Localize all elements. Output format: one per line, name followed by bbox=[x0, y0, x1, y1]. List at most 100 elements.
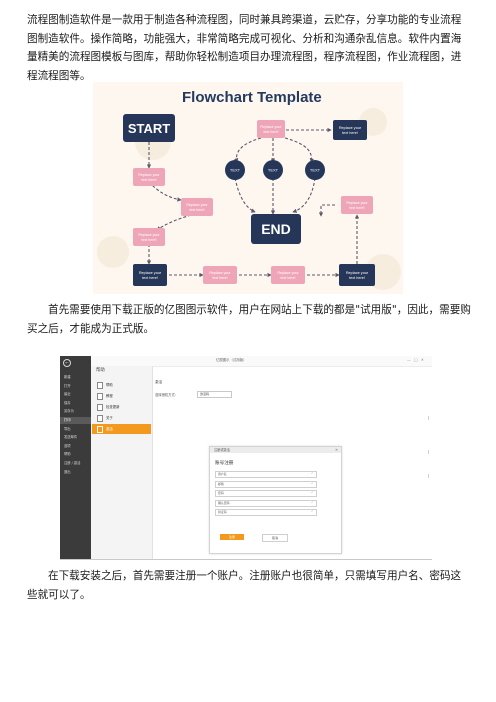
connector bbox=[284, 137, 315, 163]
intro-paragraph: 流程图制造软件是一款用于制造各种流程图，同时兼具跨渠道，云贮存，分享功能的专业流… bbox=[27, 14, 462, 82]
sidebar-item[interactable]: 帮助 bbox=[64, 452, 71, 457]
svg-text:Replace your: Replace your bbox=[277, 271, 299, 275]
check-icon: ✓ bbox=[311, 490, 314, 495]
sidebar-item[interactable]: 选项 bbox=[64, 443, 71, 448]
content-title: 激活 bbox=[155, 380, 163, 384]
svg-text:Replace your: Replace your bbox=[139, 271, 162, 275]
sidebar-item[interactable]: 打印 bbox=[60, 417, 91, 424]
dialog-input[interactable]: 验证码 bbox=[215, 509, 317, 516]
sub-menu-item[interactable]: 检查更新 bbox=[92, 402, 151, 412]
svg-text:Replace your: Replace your bbox=[260, 125, 282, 129]
dialog-title: 注册或激活 bbox=[214, 447, 230, 452]
process-node bbox=[203, 266, 237, 284]
cancel-button[interactable]: 取消 bbox=[262, 534, 288, 542]
decision-circle bbox=[263, 160, 283, 180]
sidebar-item[interactable]: 保存 bbox=[64, 400, 71, 405]
svg-text:Replace your: Replace your bbox=[138, 173, 160, 177]
process-node bbox=[133, 264, 167, 286]
decision-circle bbox=[305, 160, 325, 180]
sidebar-item[interactable]: 最近 bbox=[64, 392, 71, 397]
svg-text:Replace your: Replace your bbox=[209, 271, 231, 275]
svg-text:text here!: text here! bbox=[342, 131, 358, 135]
process-node bbox=[333, 120, 367, 140]
scroll-marker bbox=[428, 474, 429, 478]
svg-text:text here!: text here! bbox=[142, 178, 157, 182]
svg-text:text here!: text here! bbox=[190, 208, 205, 212]
register-dialog: 注册或激活 ✕ 账号注册 用户名✓邮箱✓密码✓确认密码✓验证码✓ 注册 取消 bbox=[209, 446, 342, 554]
check-icon: ✓ bbox=[311, 509, 314, 514]
register-paragraph: 在下载安装之后，首先需要注册一个账户。注册账户也很简单，只需填写用户名、密码这些… bbox=[27, 570, 462, 601]
svg-text:text here!: text here! bbox=[264, 130, 279, 134]
check-icon: ✓ bbox=[311, 499, 314, 504]
end-label: END bbox=[261, 221, 291, 237]
process-node bbox=[133, 168, 165, 186]
dialog-input[interactable]: 确认密码 bbox=[215, 499, 317, 507]
sub-menu-label: 检查更新 bbox=[106, 405, 120, 409]
svg-text:Replace your: Replace your bbox=[346, 271, 369, 275]
window-controls[interactable]: — □ ✕ bbox=[407, 357, 425, 362]
sidebar-item[interactable]: 打开 bbox=[64, 383, 71, 388]
software-screenshot: 亿图图示（试用版） — □ ✕ ← 新建打开最近保存另存为打印导出发送邮件选项帮… bbox=[60, 356, 432, 560]
process-node bbox=[341, 196, 373, 214]
dialog-input[interactable]: 邮箱 bbox=[215, 480, 317, 488]
purchase-paragraph: 首先需要使用下载正版的亿图图示软件，用户在网站上下载的都是"试用版"，因此，需要… bbox=[27, 304, 471, 335]
scroll-marker bbox=[428, 450, 429, 454]
sub-menu-label: 教程 bbox=[106, 394, 113, 398]
page-icon bbox=[97, 392, 103, 400]
sidebar-item[interactable]: 新建 bbox=[64, 375, 71, 379]
connector bbox=[233, 137, 262, 163]
flowchart-template-figure: Flowchart Template START Replace your te… bbox=[93, 82, 403, 294]
license-label: 选择授权方式： bbox=[155, 393, 179, 397]
sidebar-item[interactable]: 注册 / 激活 bbox=[64, 461, 81, 465]
backstage-sidebar bbox=[60, 356, 91, 559]
dialog-input[interactable]: 用户名 bbox=[215, 471, 317, 478]
svg-text:text here!: text here! bbox=[142, 238, 157, 242]
process-node bbox=[271, 266, 305, 284]
circle-label: TEXT bbox=[230, 168, 241, 173]
sidebar-item[interactable]: 退出 bbox=[64, 469, 71, 474]
process-node bbox=[339, 264, 375, 286]
svg-text:text here!: text here! bbox=[349, 276, 365, 280]
svg-text:text here!: text here! bbox=[281, 276, 296, 280]
page-icon bbox=[97, 381, 103, 389]
sub-menu-item[interactable]: 激活 bbox=[92, 424, 151, 434]
flowchart-title: Flowchart Template bbox=[182, 89, 322, 106]
sidebar-item[interactable]: 另存为 bbox=[64, 409, 74, 414]
svg-text:text here!: text here! bbox=[142, 276, 158, 280]
check-icon: ✓ bbox=[311, 471, 314, 476]
close-icon[interactable]: ✕ bbox=[334, 448, 338, 452]
sub-menu-item[interactable]: 帮助 bbox=[92, 380, 151, 390]
sub-menu-label: 关于 bbox=[106, 416, 113, 420]
process-node bbox=[257, 120, 285, 138]
start-label: START bbox=[128, 121, 170, 136]
license-select[interactable]: 激活码 bbox=[197, 391, 232, 398]
dialog-title-bar bbox=[210, 447, 341, 453]
register-button[interactable]: 注册 bbox=[220, 534, 244, 540]
dialog-input[interactable]: 密码 bbox=[215, 490, 317, 497]
title-bar bbox=[60, 356, 432, 367]
svg-text:text here!: text here! bbox=[213, 276, 228, 280]
circle-label: TEXT bbox=[268, 168, 279, 173]
circle-label: TEXT bbox=[310, 168, 321, 173]
end-node bbox=[251, 214, 301, 244]
svg-text:Replace your: Replace your bbox=[346, 201, 368, 205]
process-node bbox=[133, 228, 165, 246]
decision-circle bbox=[225, 160, 245, 180]
sub-menu-label: 激活 bbox=[106, 427, 113, 431]
page-icon bbox=[97, 425, 103, 433]
sub-menu-item[interactable]: 关于 bbox=[92, 413, 151, 423]
check-icon: ✓ bbox=[311, 480, 314, 485]
page-icon bbox=[97, 403, 103, 411]
back-arrow-icon[interactable]: ← bbox=[63, 359, 71, 367]
process-node bbox=[181, 198, 213, 216]
svg-text:Replace your: Replace your bbox=[339, 126, 362, 130]
sidebar-item[interactable]: 发送邮件 bbox=[64, 435, 78, 440]
sub-menu-item[interactable]: 教程 bbox=[92, 391, 151, 401]
connector bbox=[318, 204, 335, 217]
svg-text:text here!: text here! bbox=[350, 206, 365, 210]
sub-menu-header: 帮助 bbox=[96, 368, 105, 373]
dialog-heading: 账号注册 bbox=[215, 461, 234, 466]
svg-text:Replace your: Replace your bbox=[186, 203, 208, 207]
sidebar-item[interactable]: 导出 bbox=[64, 426, 71, 431]
start-node bbox=[123, 114, 175, 142]
